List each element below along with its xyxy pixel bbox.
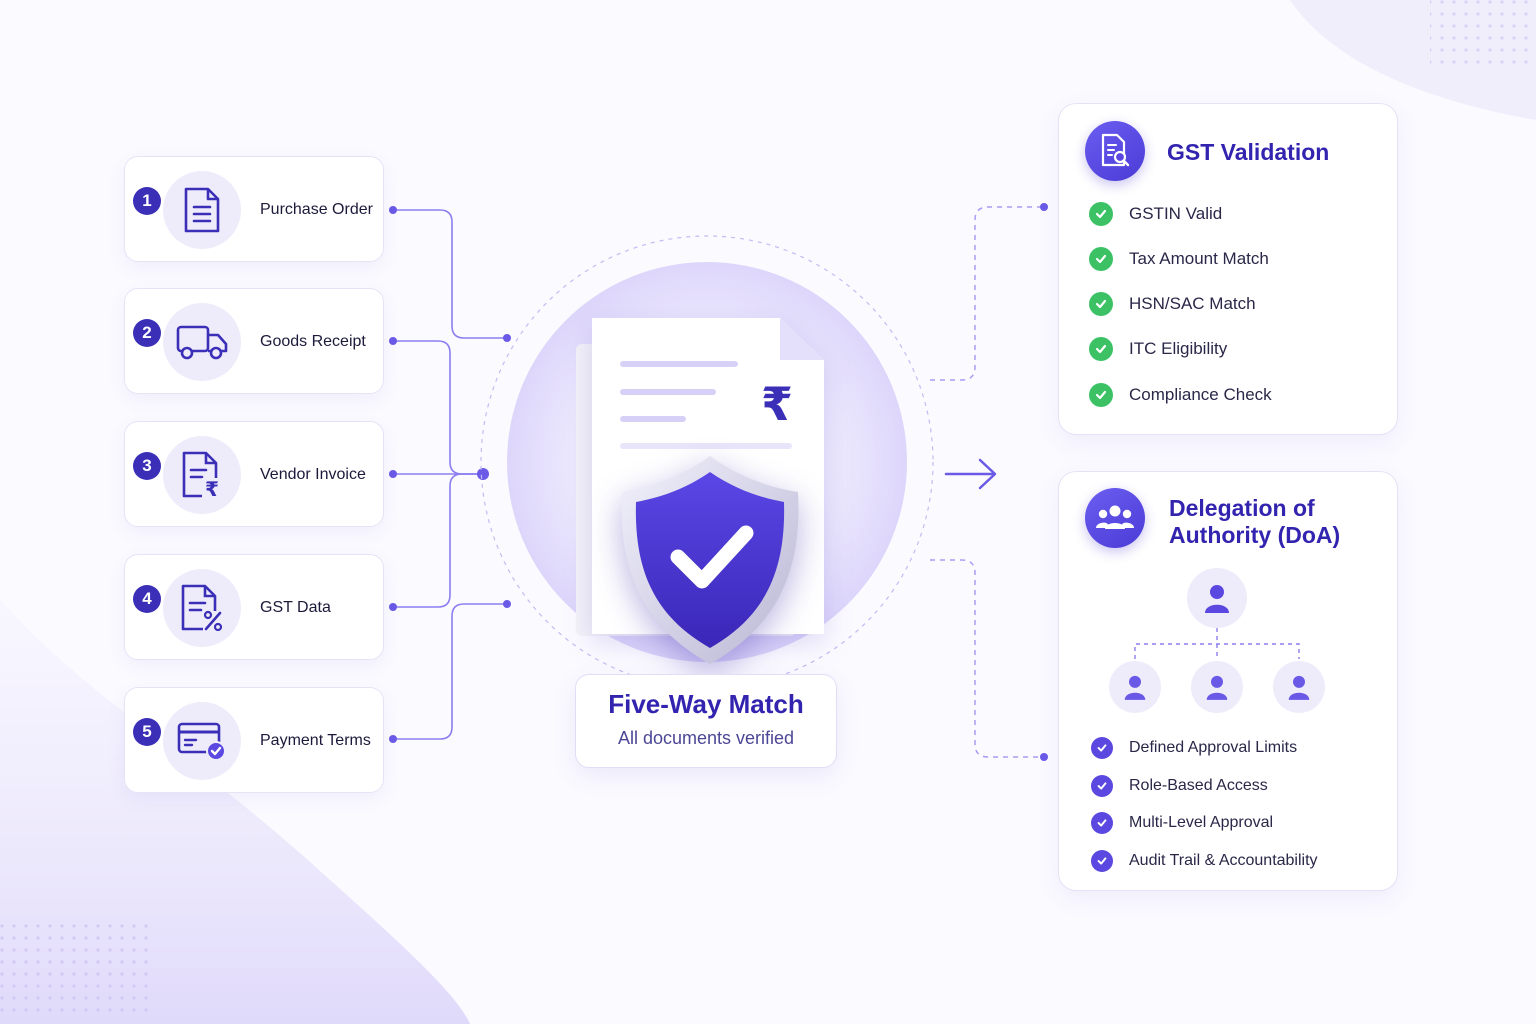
doa-check-item: Defined Approval Limits bbox=[1091, 737, 1297, 759]
team-icon bbox=[1085, 488, 1145, 548]
truck-icon bbox=[163, 303, 241, 381]
input-label: Vendor Invoice bbox=[260, 466, 366, 483]
doa-check-label: Audit Trail & Accountability bbox=[1129, 852, 1318, 869]
step-number: 2 bbox=[133, 319, 161, 347]
check-circle-icon bbox=[1091, 775, 1113, 797]
hierarchy-connectors bbox=[1134, 628, 1300, 659]
approver-avatar bbox=[1273, 661, 1325, 713]
input-card-payment-terms[interactable]: 5 Payment Terms bbox=[124, 687, 384, 793]
input-card-goods-receipt[interactable]: 2 Goods Receipt bbox=[124, 288, 384, 394]
input-card-vendor-invoice[interactable]: 3 ₹ Vendor Invoice bbox=[124, 421, 384, 527]
gst-check-item: Tax Amount Match bbox=[1089, 247, 1269, 271]
gst-check-label: Tax Amount Match bbox=[1129, 249, 1269, 268]
check-circle-icon bbox=[1089, 383, 1113, 407]
check-circle-icon bbox=[1089, 337, 1113, 361]
input-label: GST Data bbox=[260, 599, 331, 616]
five-way-match-illustration: ₹ bbox=[507, 262, 907, 664]
step-number: 4 bbox=[133, 585, 161, 613]
gst-check-label: ITC Eligibility bbox=[1129, 339, 1228, 358]
check-circle-icon bbox=[1089, 247, 1113, 271]
doa-check-item: Audit Trail & Accountability bbox=[1091, 850, 1318, 872]
gst-check-label: Compliance Check bbox=[1129, 385, 1272, 404]
rupee-symbol: ₹ bbox=[761, 377, 793, 431]
shield-check-icon bbox=[621, 456, 799, 664]
card-check-icon bbox=[163, 702, 241, 780]
input-label: Goods Receipt bbox=[260, 333, 366, 350]
doa-check-label: Role-Based Access bbox=[1129, 777, 1268, 794]
input-label: Purchase Order bbox=[260, 201, 373, 218]
document-percent-icon bbox=[163, 569, 241, 647]
approver-avatar-top bbox=[1187, 568, 1247, 628]
gst-check-item: GSTIN Valid bbox=[1089, 202, 1222, 226]
check-circle-icon bbox=[1089, 202, 1113, 226]
approver-avatar bbox=[1109, 661, 1161, 713]
input-card-gst-data[interactable]: 4 GST Data bbox=[124, 554, 384, 660]
doa-title-line2: Authority (DoA) bbox=[1169, 522, 1341, 548]
input-label: Payment Terms bbox=[260, 732, 371, 749]
gst-check-item: Compliance Check bbox=[1089, 383, 1272, 407]
match-subtitle: All documents verified bbox=[617, 728, 795, 748]
check-circle-icon bbox=[1091, 737, 1113, 759]
document-icon bbox=[163, 171, 241, 249]
check-circle-icon bbox=[1091, 850, 1113, 872]
five-way-match-label: Five-Way Match All documents verified bbox=[575, 674, 837, 768]
gst-validation-title: GST Validation bbox=[1167, 139, 1330, 165]
step-number: 5 bbox=[133, 718, 161, 746]
doa-panel: Delegation of Authority (DoA) Defined Ap… bbox=[1058, 471, 1398, 891]
approver-avatar bbox=[1191, 661, 1243, 713]
input-card-purchase-order[interactable]: 1 Purchase Order bbox=[124, 156, 384, 262]
doa-check-item: Role-Based Access bbox=[1091, 775, 1268, 797]
invoice-rupee-icon: ₹ bbox=[163, 436, 241, 514]
check-circle-icon bbox=[1091, 812, 1113, 834]
document-search-icon bbox=[1085, 121, 1145, 181]
svg-text:₹: ₹ bbox=[205, 477, 219, 500]
check-circle-icon bbox=[1089, 292, 1113, 316]
step-number: 1 bbox=[133, 187, 161, 215]
gst-check-label: GSTIN Valid bbox=[1129, 204, 1223, 223]
gst-validation-panel: GST Validation GSTIN Valid Tax Amount Ma… bbox=[1058, 103, 1398, 435]
doa-title-line1: Delegation of bbox=[1169, 495, 1315, 521]
doa-check-label: Multi-Level Approval bbox=[1129, 814, 1274, 831]
gst-check-label: HSN/SAC Match bbox=[1129, 294, 1256, 313]
match-title: Five-Way Match bbox=[608, 689, 804, 719]
gst-check-item: HSN/SAC Match bbox=[1089, 292, 1256, 316]
step-number: 3 bbox=[133, 452, 161, 480]
doa-check-label: Defined Approval Limits bbox=[1129, 739, 1298, 756]
gst-check-item: ITC Eligibility bbox=[1089, 337, 1227, 361]
doa-check-item: Multi-Level Approval bbox=[1091, 812, 1273, 834]
